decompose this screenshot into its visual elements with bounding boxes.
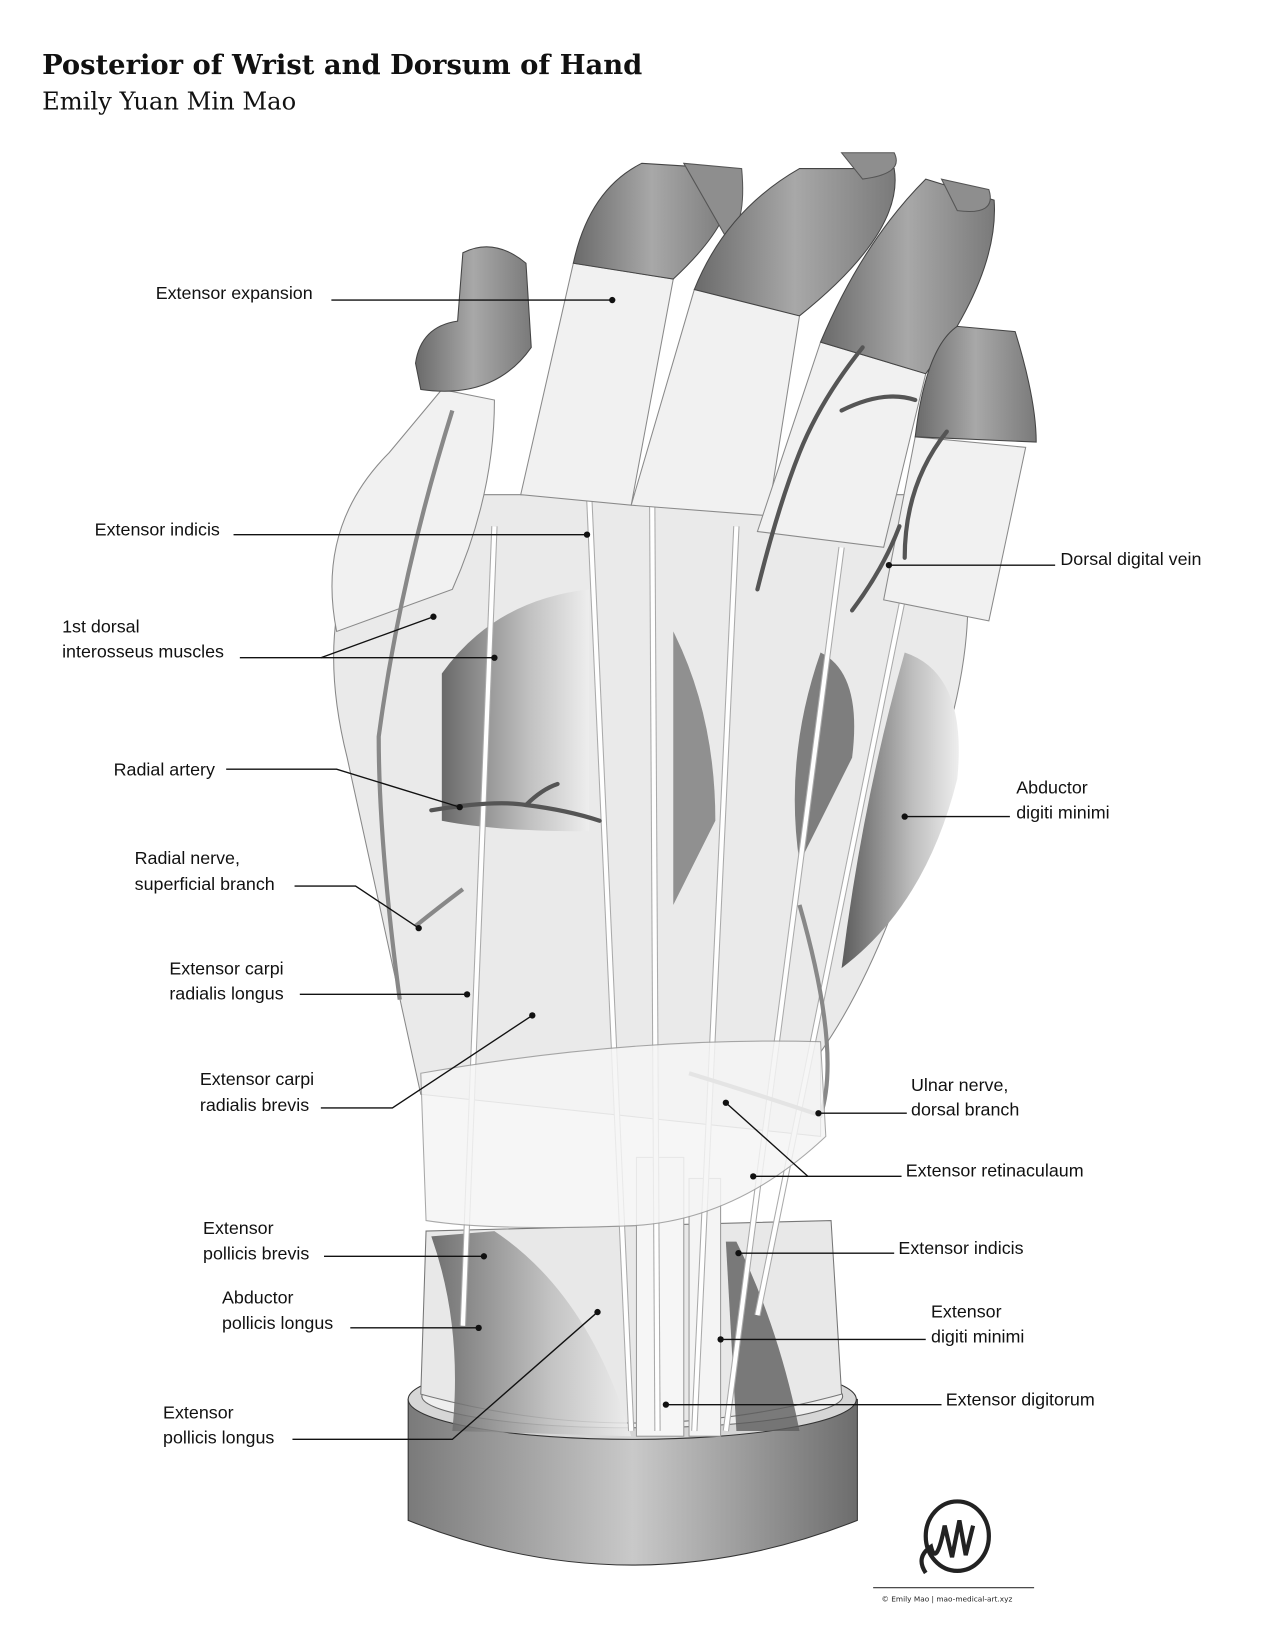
label-epb-line1: Extensor [203,1218,274,1238]
label-extensor-expansion: Extensor expansion [156,283,313,303]
label-ecrb-line1: Extensor carpi [200,1069,314,1089]
label-apl-line1: Abductor [222,1288,294,1308]
label-dorsal-interosseus-line1: 1st dorsal [62,616,139,636]
index-finger [520,162,744,506]
leader-lines [226,299,1056,1441]
thumb [331,246,532,633]
label-extensor-indicis-bottom: Extensor indicis [898,1238,1023,1258]
label-ulnar-nerve-line2: dorsal branch [911,1099,1019,1119]
label-radial-artery: Radial artery [114,760,215,780]
ring-finger [756,178,995,548]
label-edm-line2: digiti minimi [931,1327,1024,1347]
label-extensor-digitorum: Extensor digitorum [946,1390,1095,1410]
label-dorsal-digital-vein: Dorsal digital vein [1060,549,1201,569]
label-radial-nerve-line1: Radial nerve, [135,848,240,868]
extensor-retinaculum-band [420,1040,827,1229]
label-epl-line2: pollicis longus [163,1428,274,1448]
label-edm-line1: Extensor [931,1301,1002,1321]
label-epl-line1: Extensor [163,1402,234,1422]
label-extensor-indicis-top: Extensor indicis [95,520,220,540]
label-ulnar-nerve-line1: Ulnar nerve, [911,1075,1008,1095]
label-adm-line1: Abductor [1016,777,1088,797]
label-adm-line2: digiti minimi [1016,803,1109,823]
fingers [331,152,1037,633]
footer-credit: © Emily Mao | mao-medical-art.xyz [882,1594,1013,1603]
hand-dorsum [333,494,969,1432]
label-radial-nerve-line2: superficial branch [135,874,275,894]
label-dorsal-interosseus-line2: interosseus muscles [62,642,224,662]
author-name: Emily Yuan Min Mao [42,88,296,116]
label-ecrb-line2: radialis brevis [200,1095,309,1115]
page-title: Posterior of Wrist and Dorsum of Hand [42,49,642,81]
leader-dots [415,296,908,1408]
labels: Extensor expansion Extensor indicis 1st … [62,283,1201,1448]
label-epb-line2: pollicis brevis [203,1243,309,1263]
label-ecrl-line2: radialis longus [169,984,283,1004]
signature-logo [919,1499,991,1575]
middle-finger [630,152,897,517]
label-apl-line2: pollicis longus [222,1313,333,1333]
label-extensor-retinaculum: Extensor retinaculaum [906,1160,1084,1180]
label-ecrl-line1: Extensor carpi [169,958,283,978]
